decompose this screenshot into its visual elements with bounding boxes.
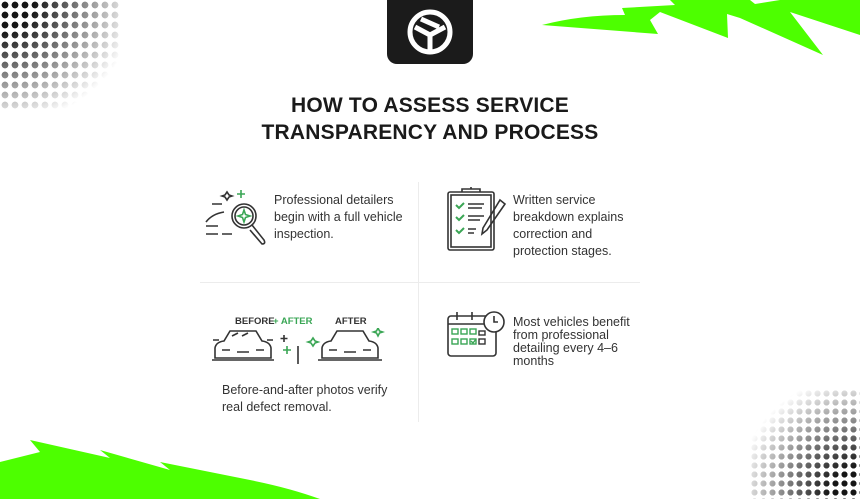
before-after-cars-icon xyxy=(212,328,385,364)
after-label: AFTER xyxy=(335,316,367,327)
clipboard-checklist-icon xyxy=(447,187,507,251)
before-label: BEFORE xyxy=(235,316,275,327)
calendar-clock-icon xyxy=(447,311,505,357)
green-lightning-decoration-top xyxy=(542,0,860,55)
halftone-decoration-bottom-right xyxy=(750,389,860,499)
grid-divider-vertical xyxy=(418,182,419,422)
item-text-inspection: Professional detailers begin with a full… xyxy=(274,193,403,241)
logo-icon xyxy=(407,9,453,55)
magnifier-car-icon xyxy=(205,190,266,245)
item-text-service-breakdown: Written service breakdown explains corre… xyxy=(513,193,624,258)
halftone-decoration-top-left xyxy=(0,0,120,110)
green-lightning-decoration-bottom xyxy=(0,440,320,499)
grid-divider-horizontal xyxy=(200,282,640,283)
plus-after-label: + AFTER xyxy=(273,316,313,327)
item-text-frequency: Most vehicles benefit from professional … xyxy=(513,315,630,368)
brand-logo xyxy=(387,0,473,64)
page-title: HOW TO ASSESS SERVICE TRANSPARENCY AND P… xyxy=(261,94,599,144)
item-text-before-after: Before-and-after photos verify real defe… xyxy=(222,383,388,414)
